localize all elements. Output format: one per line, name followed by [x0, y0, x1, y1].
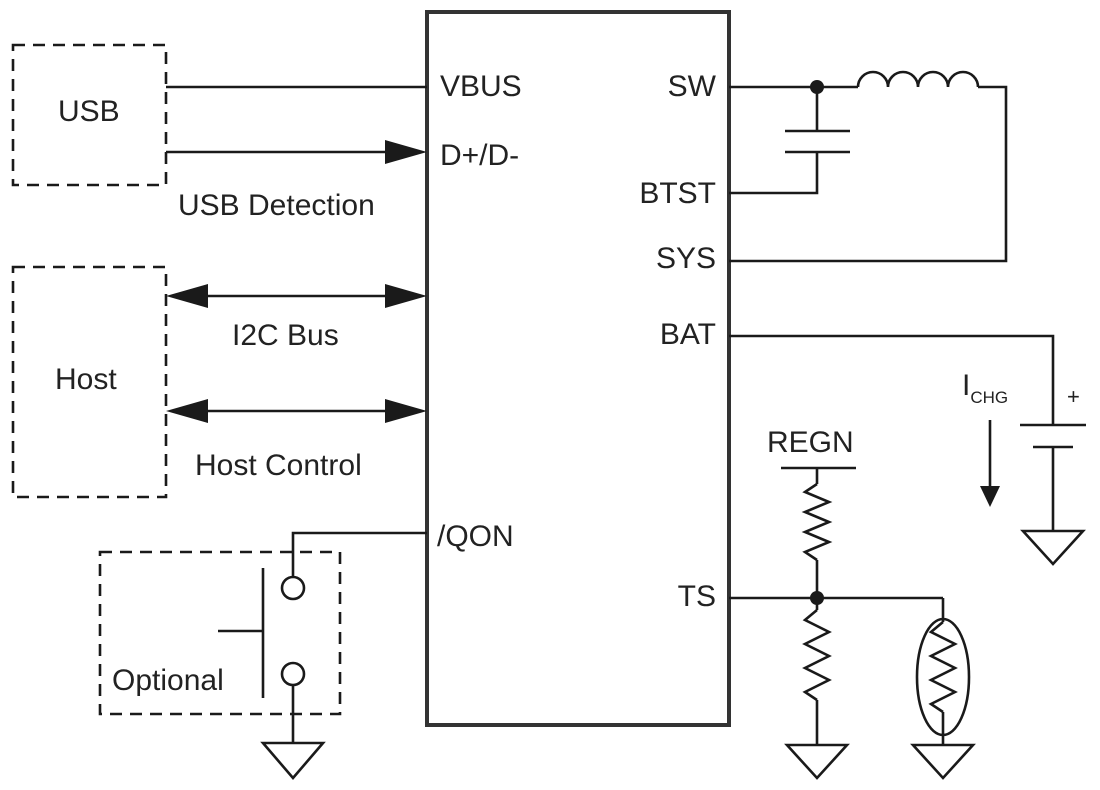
- inductor-icon: [856, 70, 980, 88]
- regn-label: REGN: [767, 426, 854, 459]
- host-block: Host: [11, 265, 168, 499]
- ground-icon: [1020, 529, 1086, 566]
- pin-vbus-label: VBUS: [440, 70, 522, 103]
- host-control-wire: [166, 399, 427, 423]
- resistor-bottom-icon: [802, 609, 832, 702]
- arrow-right-icon: [385, 140, 427, 164]
- qon-pushbutton: [218, 531, 427, 743]
- host-control-label: Host Control: [195, 449, 362, 482]
- usb-block-label: USB: [58, 95, 120, 128]
- charge-current-arrow: [980, 420, 1000, 507]
- usb-block: USB: [11, 43, 168, 187]
- host-block-label: Host: [55, 363, 117, 396]
- resistor-top-icon: [801, 482, 833, 562]
- ground-icon: [260, 741, 326, 780]
- charger-ic: [425, 10, 731, 727]
- usb-detection-label: USB Detection: [178, 189, 375, 222]
- sw-inductor-network: [729, 70, 1008, 263]
- ground-icon: [784, 743, 850, 780]
- i2c-bus-wire: [166, 284, 427, 308]
- pin-dpdm-label: D+/D-: [440, 139, 519, 172]
- pin-btst-label: BTST: [639, 177, 716, 210]
- ground-icon: [910, 743, 976, 780]
- junction-dot: [810, 591, 824, 605]
- arrow-left-icon: [166, 284, 208, 308]
- ichg-label: ICHG: [962, 369, 1008, 407]
- thermistor: [915, 598, 971, 745]
- pin-bat-label: BAT: [660, 318, 716, 351]
- thermistor-icon: [928, 621, 958, 714]
- arrow-right-icon: [385, 284, 427, 308]
- usb-detection-wire: [166, 140, 427, 164]
- battery-plus-label: +: [1067, 384, 1080, 409]
- pin-ts-label: TS: [678, 580, 716, 613]
- pin-qon-label: /QON: [437, 520, 514, 553]
- pin-sys-label: SYS: [656, 242, 716, 275]
- optional-block: Optional: [98, 550, 342, 716]
- arrow-left-icon: [166, 399, 208, 423]
- pin-sw-label: SW: [668, 70, 717, 103]
- bootstrap-capacitor: [729, 87, 850, 195]
- i2c-bus-label: I2C Bus: [232, 319, 339, 352]
- ts-divider: [729, 468, 943, 745]
- optional-block-label: Optional: [112, 664, 224, 697]
- arrow-right-icon: [385, 399, 427, 423]
- battery-connection: [729, 334, 1086, 531]
- arrow-down-icon: [980, 486, 1000, 507]
